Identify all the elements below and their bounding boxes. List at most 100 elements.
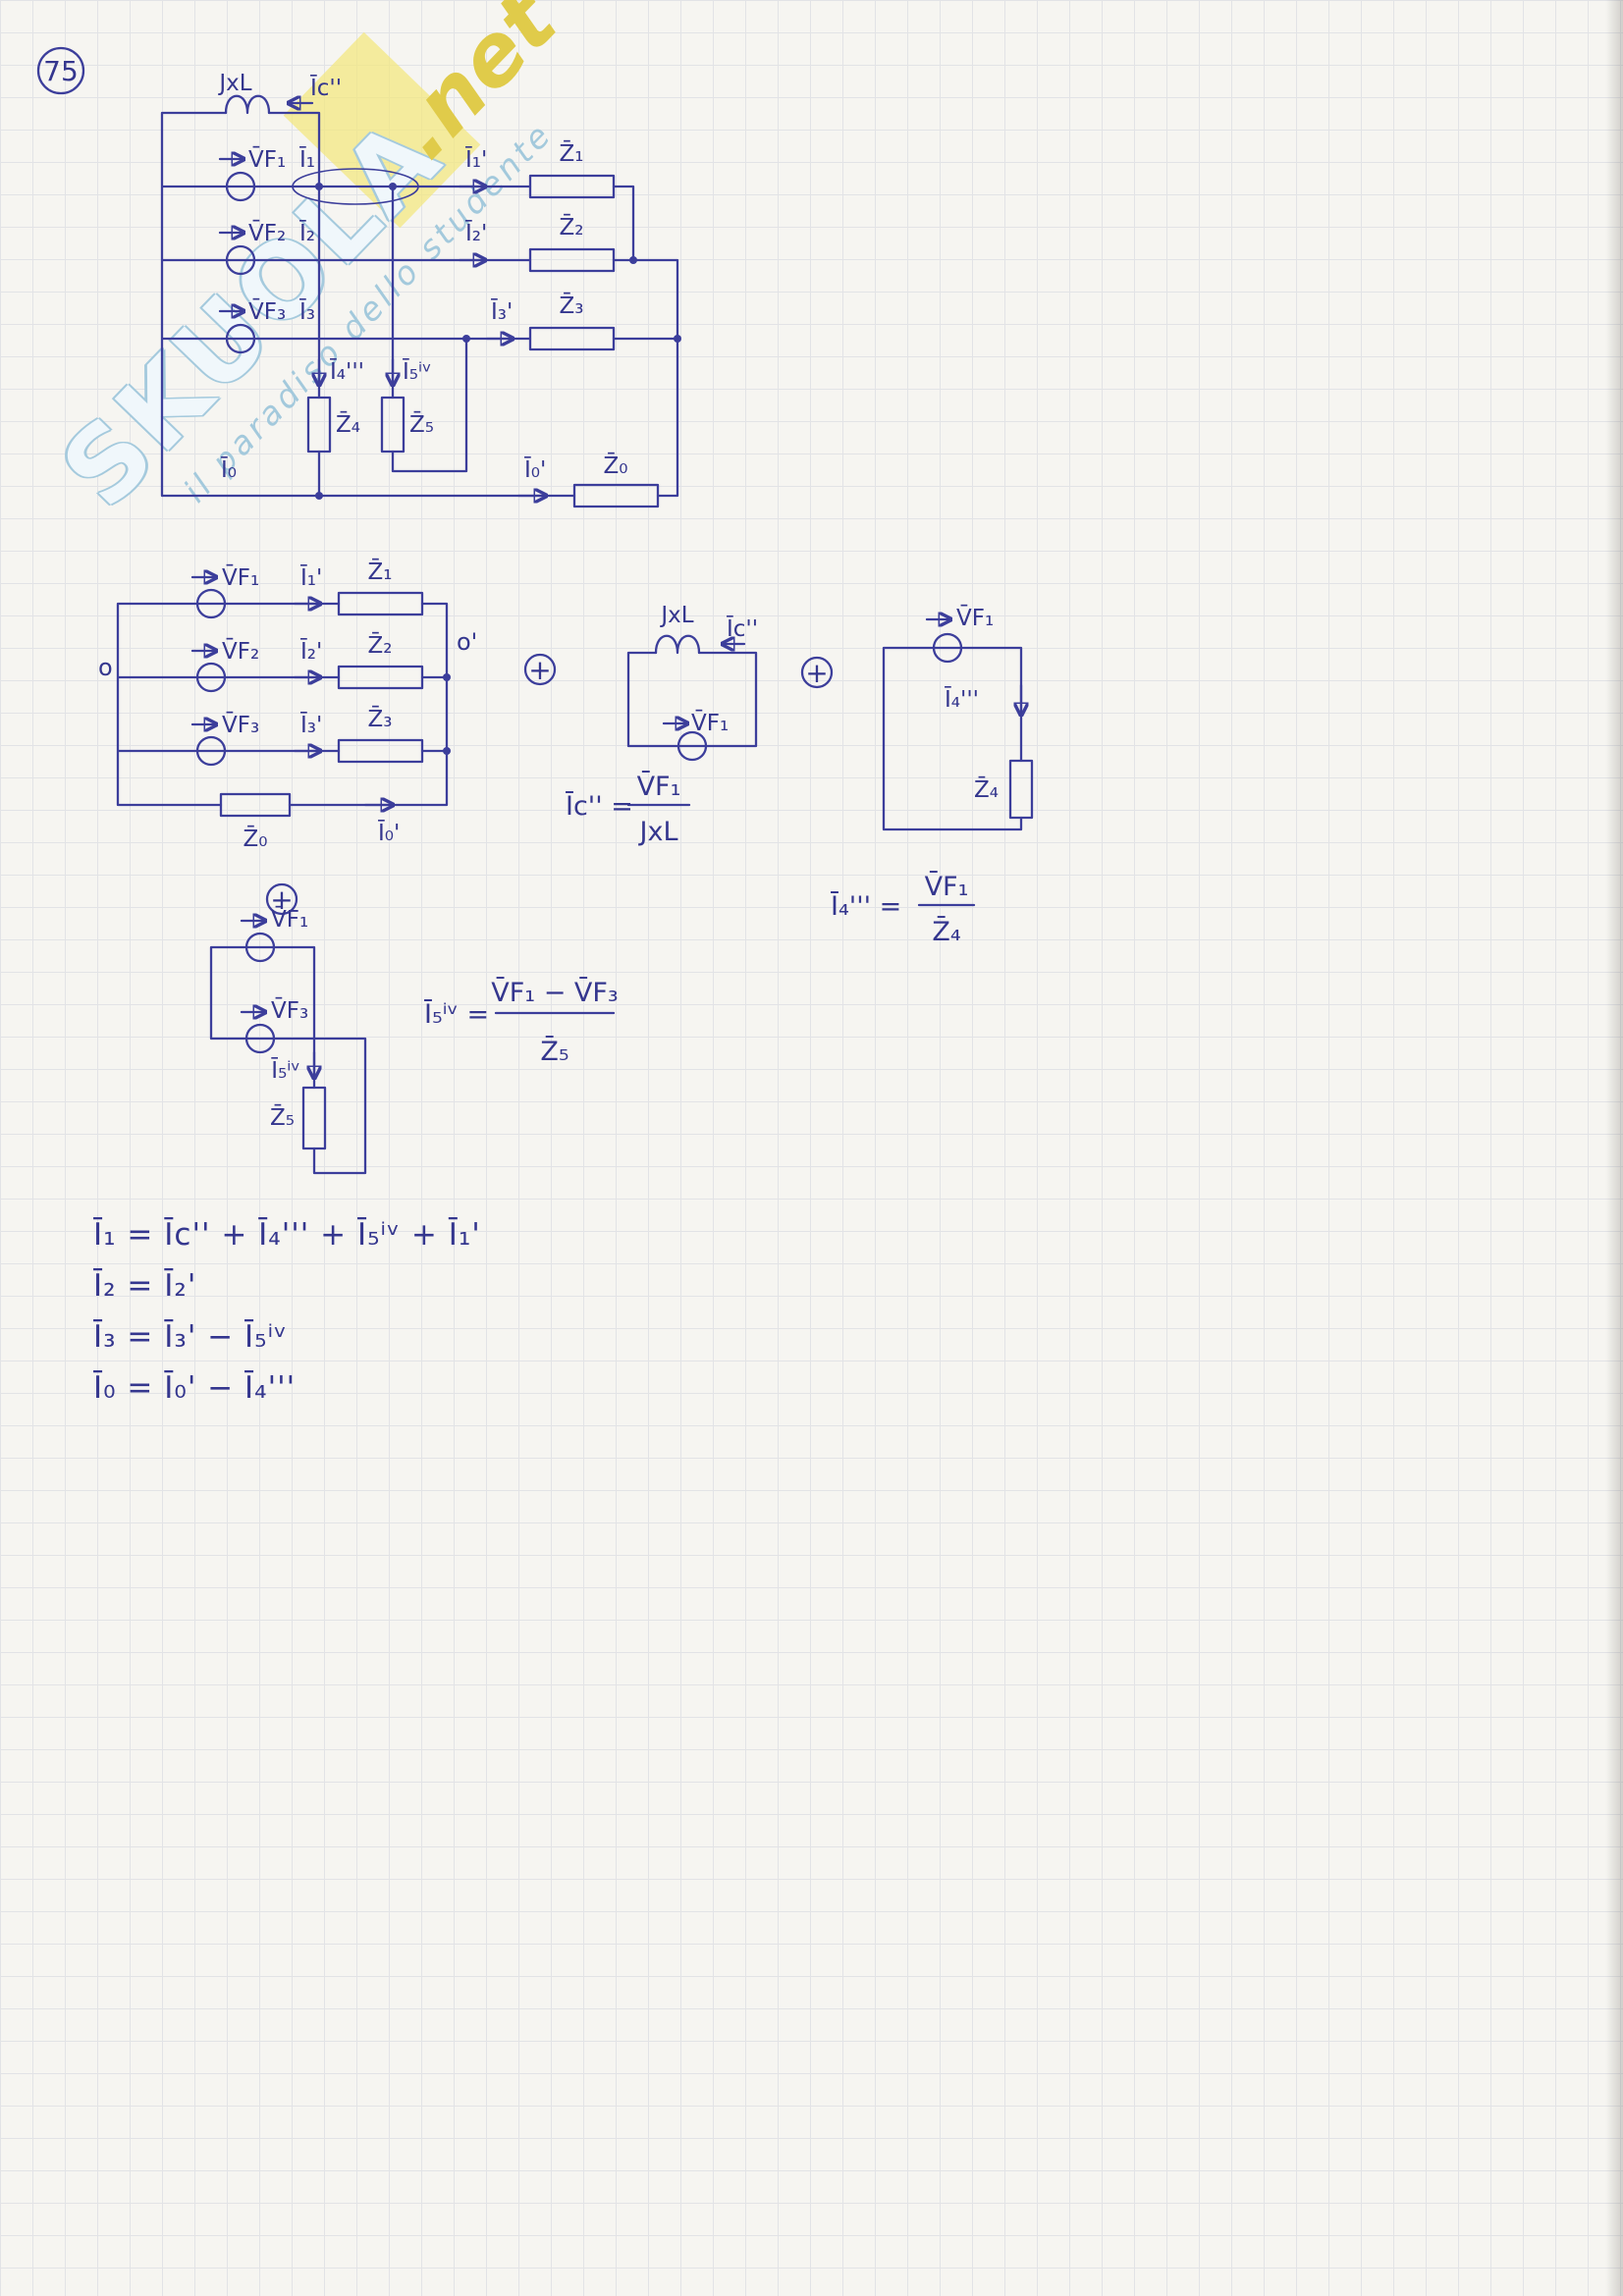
junction-dot (389, 183, 397, 190)
label-i3p: Ī₃' (300, 712, 322, 738)
label-vf1: V̄F₁ (271, 905, 308, 933)
label-i3: Ī₃ (299, 298, 315, 325)
junction-dot (629, 256, 637, 264)
junction-dot (462, 335, 470, 343)
impedance-box-z0 (219, 792, 292, 818)
equation-ic-denominator: JxL (638, 817, 678, 847)
final-equation-1: Ī₁ = Īc'' + Ī₄''' + Ī₅ⁱᵛ + Ī₁' (93, 1217, 481, 1253)
junction-dot (674, 335, 681, 343)
label-i1: Ī₁ (299, 146, 315, 173)
z4-subcircuit: V̄F₁ Ī₄''' Z̄₄ Ī₄''' = V̄F₁ Z̄₄ (831, 604, 1034, 947)
label-i3p: Ī₃' (491, 298, 513, 325)
label-i0p: Ī₀' (524, 456, 546, 483)
label-z0: Z̄₀ (243, 825, 268, 852)
page-number-text: 75 (43, 55, 79, 87)
label-z4: Z̄₄ (336, 410, 360, 438)
junction-dot (443, 747, 451, 755)
label-i0: Ī₀ (221, 456, 237, 483)
label-vf3: V̄F₃ (222, 711, 259, 738)
label-i5: Ī₅ⁱᵛ (271, 1057, 300, 1084)
label-z5: Z̄₅ (270, 1103, 295, 1131)
label-i4: Ī₄''' (945, 686, 979, 713)
label-jxl: JxL (217, 71, 251, 96)
label-node-o-prime: o' (457, 628, 477, 656)
voltage-source-vf2 (225, 244, 256, 276)
plus-sign-3: + (265, 882, 298, 916)
voltage-source-vf1 (244, 932, 276, 963)
label-vf2: V̄F₂ (248, 219, 286, 246)
junction-dot (315, 492, 323, 500)
page-number: 75 (36, 46, 85, 95)
label-i1p: Ī₁' (300, 564, 322, 591)
plus-circle (800, 656, 834, 689)
impedance-box-z3 (528, 326, 616, 351)
label-z2: Z̄₂ (368, 631, 393, 659)
impedance-box-z1 (528, 174, 616, 199)
equation-i5-denominator: Z̄₅ (540, 1036, 568, 1067)
star-circuit-wires (116, 602, 449, 807)
inductor-coil (224, 94, 271, 115)
label-jxl: JxL (659, 603, 693, 628)
impedance-box-z1 (337, 591, 424, 616)
star-circuit: o o' V̄F₁ Ī₁' Z̄₁ V̄F₂ Ī₂' Z̄₂ V̄F₃ Ī₃' … (98, 558, 477, 852)
impedance-box-z5 (380, 396, 406, 454)
voltage-source-vf3 (225, 323, 256, 354)
label-z3: Z̄₃ (368, 705, 393, 732)
voltage-source-vf2 (195, 662, 227, 693)
label-i1p: Ī₁' (465, 146, 487, 173)
label-vf2: V̄F₂ (222, 637, 259, 665)
label-z2: Z̄₂ (560, 213, 584, 240)
impedance-box-z0 (572, 483, 660, 508)
equation-i4-lhs: Ī₄''' = (831, 891, 901, 922)
impedance-box-z4 (1008, 759, 1034, 820)
label-vf1: V̄F₁ (248, 145, 286, 173)
label-vf3: V̄F₃ (248, 297, 286, 325)
label-z3: Z̄₃ (560, 292, 584, 319)
final-equation-2: Ī₂ = Ī₂' (93, 1268, 196, 1304)
equation-i4-numerator: V̄F₁ (925, 871, 969, 902)
equation-i5-lhs: Ī₅ⁱᵛ = (424, 999, 489, 1030)
voltage-source-vf3 (195, 735, 227, 767)
equation-i5-numerator: V̄F₁ − V̄F₃ (491, 977, 618, 1008)
inductor-coil (654, 634, 701, 655)
page-edge-shadow (1605, 0, 1623, 2296)
final-equation-4: Ī₀ = Ī₀' − Ī₄''' (93, 1370, 296, 1406)
label-vf1: V̄F₁ (691, 709, 729, 736)
label-vf3: V̄F₃ (271, 996, 308, 1024)
z4-circuit-wires (882, 646, 1023, 831)
impedance-box-z3 (337, 738, 424, 764)
junction-dot (443, 673, 451, 681)
plus-circle (265, 882, 298, 916)
impedance-box-z2 (337, 665, 424, 690)
equation-i4-denominator: Z̄₄ (932, 916, 960, 947)
label-z4: Z̄₄ (974, 775, 999, 803)
label-z1: Z̄₁ (368, 558, 393, 585)
impedance-box-z5 (301, 1086, 327, 1150)
final-equation-3: Ī₃ = Ī₃' − Ī₅ⁱᵛ (93, 1319, 288, 1355)
label-vf1: V̄F₁ (222, 563, 259, 591)
label-ic: Īc'' (310, 75, 342, 101)
jxl-subcircuit: JxL Īc'' V̄F₁ Īc'' = V̄F₁ JxL (566, 603, 758, 847)
page-number-circle (36, 46, 85, 95)
label-z0: Z̄₀ (604, 452, 628, 479)
label-vf1: V̄F₁ (956, 604, 994, 631)
jxl-circuit-wires (626, 651, 758, 748)
plus-text: + (528, 654, 551, 686)
label-i0p: Ī₀' (378, 820, 400, 846)
junction-dot (315, 183, 323, 190)
voltage-source-vf1 (195, 588, 227, 619)
node-highlight-oval (292, 168, 419, 205)
label-i2p: Ī₂' (300, 638, 322, 665)
label-i2: Ī₂ (299, 220, 315, 246)
main-circuit-wires (160, 111, 679, 498)
plus-sign-2: + (800, 656, 834, 689)
voltage-source-vf1 (932, 632, 963, 664)
z5-subcircuit: V̄F₁ V̄F₃ Ī₅ⁱᵛ Z̄₅ Ī₅ⁱᵛ = V̄F₁ − V̄F₃ Z̄… (209, 905, 619, 1175)
plus-text: + (270, 883, 293, 916)
equation-ic-numerator: V̄F₁ (637, 771, 681, 802)
label-ic: Īc'' (727, 615, 758, 642)
impedance-box-z2 (528, 247, 616, 273)
main-circuit: JxL Īc'' V̄F₁ Ī₁ Ī₁' Z̄₁ V̄F₂ Ī₂ Ī₂' Z̄₂… (160, 71, 681, 508)
plus-circle (523, 653, 557, 686)
